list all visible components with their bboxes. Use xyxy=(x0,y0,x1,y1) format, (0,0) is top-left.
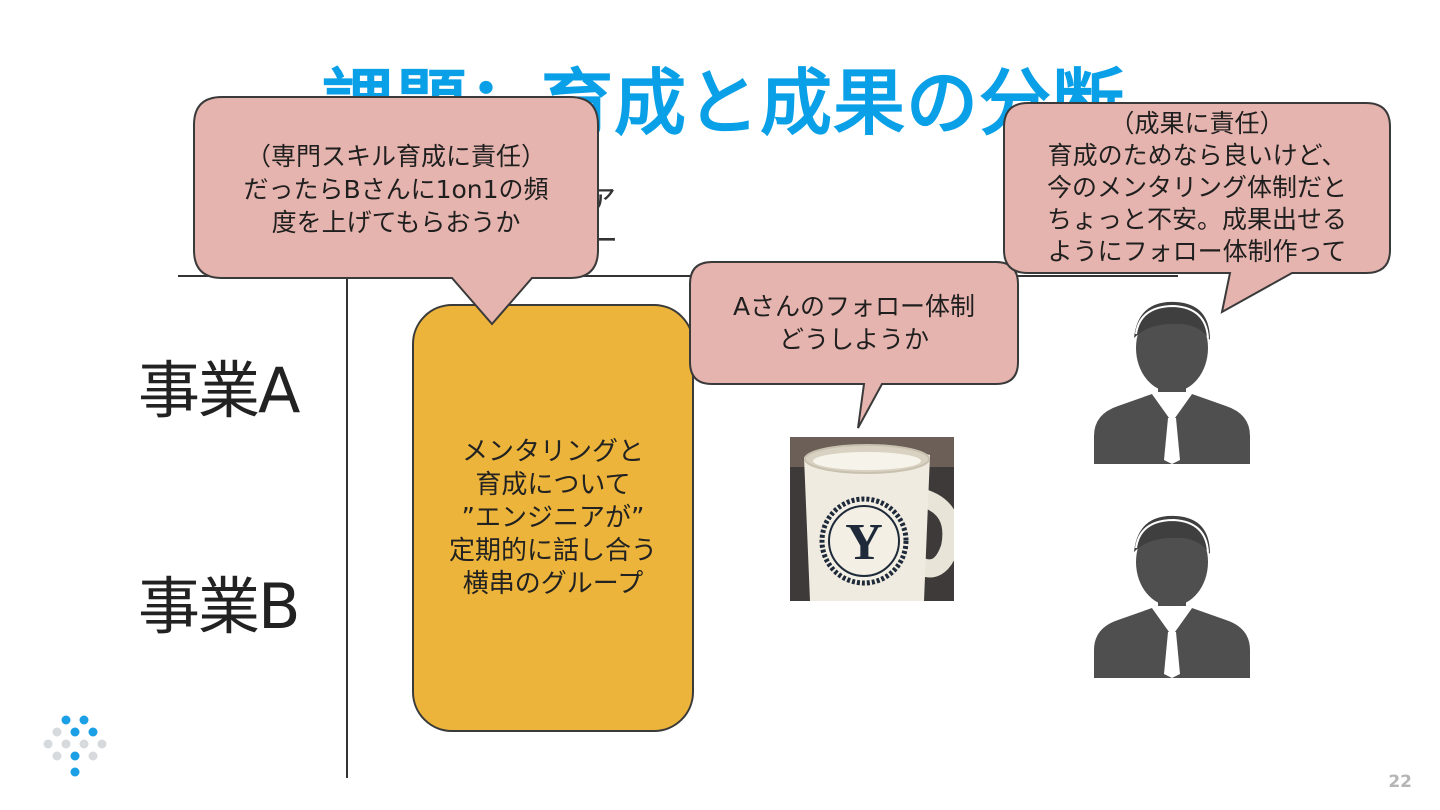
speech-bubble-middle-text: Aさんのフォロー体制 どうしようか xyxy=(692,290,1016,356)
mentoring-group-box xyxy=(412,304,694,732)
row-label-business-b: 事業B xyxy=(138,570,301,643)
table-horizontal-line xyxy=(178,275,1178,277)
bubble-line: （専門スキル育成に責任） xyxy=(245,142,546,171)
speech-bubble-left-text: （専門スキル育成に責任） だったらBさんに1on1の頻 度を上げてもらおうか xyxy=(196,140,596,239)
person-icon xyxy=(1094,515,1250,678)
bubble-line: 度を上げてもらおうか xyxy=(271,208,521,237)
bubble-line: 育成のためなら良いけど、 xyxy=(1047,141,1347,170)
bubble-line: だったらBさんに1on1の頻 xyxy=(243,175,549,204)
mug-photo: Y xyxy=(790,437,954,601)
mentoring-group-text: メンタリングと 育成について ”エンジニアが” 定期的に話し合う 横串のグループ xyxy=(412,436,694,601)
bubble-line: （成果に責任） xyxy=(1109,109,1285,138)
bubble-line: どうしようか xyxy=(778,325,929,354)
mug-image: Y xyxy=(790,437,954,601)
bubble-line: ようにフォロー体制作って xyxy=(1047,237,1347,266)
dot-grid-logo-icon xyxy=(43,715,107,777)
group-line: 定期的に話し合う xyxy=(448,536,657,566)
row-label-business-a: 事業A xyxy=(138,354,300,427)
speech-bubble-right-text: （成果に責任） 育成のためなら良いけど、 今のメンタリング体制だと ちょっと不安… xyxy=(1006,108,1388,268)
group-line: メンタリングと xyxy=(461,437,644,467)
page-number: 22 xyxy=(1388,772,1412,792)
person-icon xyxy=(1094,301,1250,464)
bubble-line: ちょっと不安。成果出せる xyxy=(1046,205,1347,234)
bubble-line: 今のメンタリング体制だと xyxy=(1046,173,1347,202)
table-vertical-line xyxy=(346,278,348,778)
group-line: 横串のグループ xyxy=(462,569,644,599)
group-line: ”エンジニアが” xyxy=(461,503,645,533)
group-line: 育成について xyxy=(475,470,631,500)
bubble-line: Aさんのフォロー体制 xyxy=(732,292,976,321)
mug-letter: Y xyxy=(845,514,883,571)
